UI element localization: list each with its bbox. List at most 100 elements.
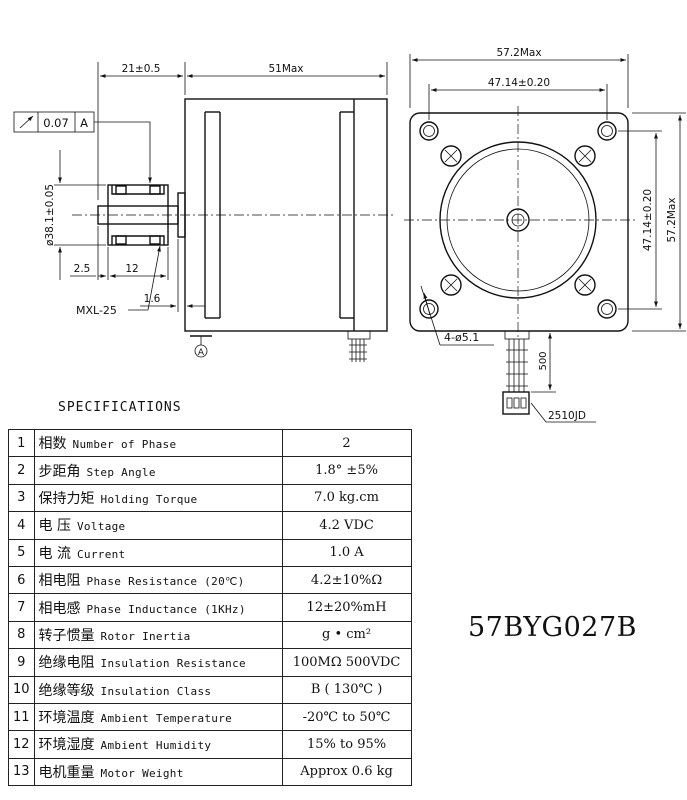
spec-name-cn: 相电阻 bbox=[38, 573, 81, 590]
spec-row-number: 10 bbox=[8, 675, 35, 704]
spec-name-en: Voltage bbox=[77, 520, 126, 534]
spec-row-number: 2 bbox=[8, 456, 35, 485]
spec-row-value: 15% to 95% bbox=[281, 730, 412, 759]
spec-row-number: 13 bbox=[8, 757, 35, 787]
tolerance-datum: A bbox=[80, 116, 88, 130]
dim-holes: 4-ø5.1 bbox=[444, 331, 479, 344]
spec-row-number: 12 bbox=[8, 730, 35, 759]
spec-name-en: Insulation Class bbox=[100, 684, 212, 698]
tolerance-value: 0.07 bbox=[43, 116, 69, 130]
spec-name-cn: 电 流 bbox=[38, 545, 71, 562]
spec-row-name: 转子惯量 Rotor Inertia bbox=[33, 620, 283, 650]
spec-name-cn: 电机重量 bbox=[38, 764, 95, 781]
spec-name-cn: 保持力矩 bbox=[38, 490, 95, 507]
spec-name-en: Insulation Resistance bbox=[100, 657, 246, 671]
datum-label: A bbox=[198, 348, 205, 358]
side-lead-wires bbox=[347, 330, 371, 362]
spec-row-name: 相电阻 Phase Resistance (20℃) bbox=[33, 565, 283, 595]
spec-row-value: Approx 0.6 kg bbox=[281, 757, 412, 787]
spec-name-en: Phase Resistance (20℃) bbox=[86, 575, 245, 589]
front-lead-wires bbox=[504, 330, 530, 392]
spec-row-value: 100MΩ 500VDC bbox=[281, 648, 412, 677]
dim-lead-length: 500 bbox=[538, 351, 549, 370]
spec-row-name: 相电感 Phase Inductance (1KHz) bbox=[33, 593, 283, 622]
spec-row-value: 1.0 A bbox=[281, 538, 412, 567]
spec-row-number: 9 bbox=[8, 648, 35, 677]
spec-row-name: 相数 Number of Phase bbox=[33, 428, 283, 458]
spec-name-en: Phase Inductance (1KHz) bbox=[86, 602, 246, 616]
spec-row-number: 5 bbox=[8, 538, 35, 567]
spec-row-value: 2 bbox=[281, 428, 412, 458]
dim-12: 12 bbox=[125, 263, 138, 275]
spec-row-name: 环境温度 Ambient Temperature bbox=[33, 702, 283, 732]
spec-name-en: Ambient Temperature bbox=[100, 712, 233, 726]
spec-name-cn: 相电感 bbox=[38, 600, 81, 617]
connector-label: 2510JD bbox=[548, 410, 586, 422]
spec-row-name: 电机重量 Motor Weight bbox=[33, 757, 283, 787]
spec-name-en: Current bbox=[77, 547, 126, 561]
spec-name-en: Rotor Inertia bbox=[100, 629, 191, 643]
spec-row-number: 6 bbox=[8, 565, 35, 595]
spec-name-cn: 步距角 bbox=[38, 463, 81, 480]
spec-name-cn: 绝缘电阻 bbox=[38, 655, 95, 672]
spec-row-name: 环境湿度 Ambient Humidity bbox=[33, 730, 283, 759]
pulley-label: MXL-25 bbox=[76, 304, 117, 317]
dim-1-6: 1.6 bbox=[144, 293, 161, 305]
spec-name-cn: 环境温度 bbox=[38, 710, 95, 727]
spec-name-cn: 环境湿度 bbox=[38, 737, 95, 754]
spec-row-value: 7.0 kg.cm bbox=[281, 483, 412, 513]
dim-pulley-dia: ø38.1±0.05 bbox=[44, 184, 56, 246]
spec-row-number: 1 bbox=[8, 428, 35, 458]
spec-name-cn: 绝缘等级 bbox=[38, 682, 95, 699]
motor-drawing: 21±0.5 51Max 0.07 A ø38.1±0.05 2.5 12 MX… bbox=[13, 47, 686, 423]
side-view: 21±0.5 51Max 0.07 A ø38.1±0.05 2.5 12 MX… bbox=[13, 62, 396, 362]
dim-2-5: 2.5 bbox=[74, 263, 91, 275]
spec-name-en: Ambient Humidity bbox=[100, 739, 212, 753]
spec-row-number: 4 bbox=[8, 511, 35, 540]
spec-row-value: 12±20%mH bbox=[281, 593, 412, 622]
model-number: 57BYG027B bbox=[468, 612, 637, 643]
spec-name-en: Number of Phase bbox=[72, 438, 177, 452]
spec-row-number: 3 bbox=[8, 483, 35, 513]
spec-row-value: g • cm² bbox=[281, 620, 412, 650]
spec-title: SPECIFICATIONS bbox=[58, 400, 182, 415]
spec-name-en: Step Angle bbox=[86, 465, 156, 479]
spec-row-name: 绝缘等级 Insulation Class bbox=[33, 675, 283, 704]
spec-name-cn: 电 压 bbox=[38, 518, 71, 535]
spec-name-en: Motor Weight bbox=[100, 766, 184, 780]
datum-symbol: A bbox=[190, 335, 212, 358]
spec-name-cn: 转子惯量 bbox=[38, 627, 95, 644]
front-screws bbox=[440, 145, 596, 296]
spec-row-number: 8 bbox=[8, 620, 35, 650]
dim-hole-spacing-h: 47.14±0.20 bbox=[488, 77, 550, 89]
spec-row-number: 11 bbox=[8, 702, 35, 732]
dim-front-height: 57.2Max bbox=[666, 197, 678, 242]
spec-row-name: 步距角 Step Angle bbox=[33, 456, 283, 485]
connector bbox=[502, 391, 530, 415]
dim-body-length: 51Max bbox=[268, 63, 303, 75]
spec-row-value: 1.8° ±5% bbox=[281, 456, 412, 485]
spec-row-name: 电 流 Current bbox=[33, 538, 283, 567]
dim-hole-spacing-v: 47.14±0.20 bbox=[642, 189, 654, 251]
dim-shaft-length: 21±0.5 bbox=[122, 63, 161, 75]
spec-name-cn: 相数 bbox=[38, 436, 67, 453]
tolerance-frame: 0.07 A bbox=[13, 111, 152, 183]
front-view: 57.2Max 47.14±0.20 47.14±0.20 57.2Max 4-… bbox=[404, 47, 686, 423]
spec-row-value: 4.2±10%Ω bbox=[281, 565, 412, 595]
dim-front-width: 57.2Max bbox=[496, 47, 541, 59]
